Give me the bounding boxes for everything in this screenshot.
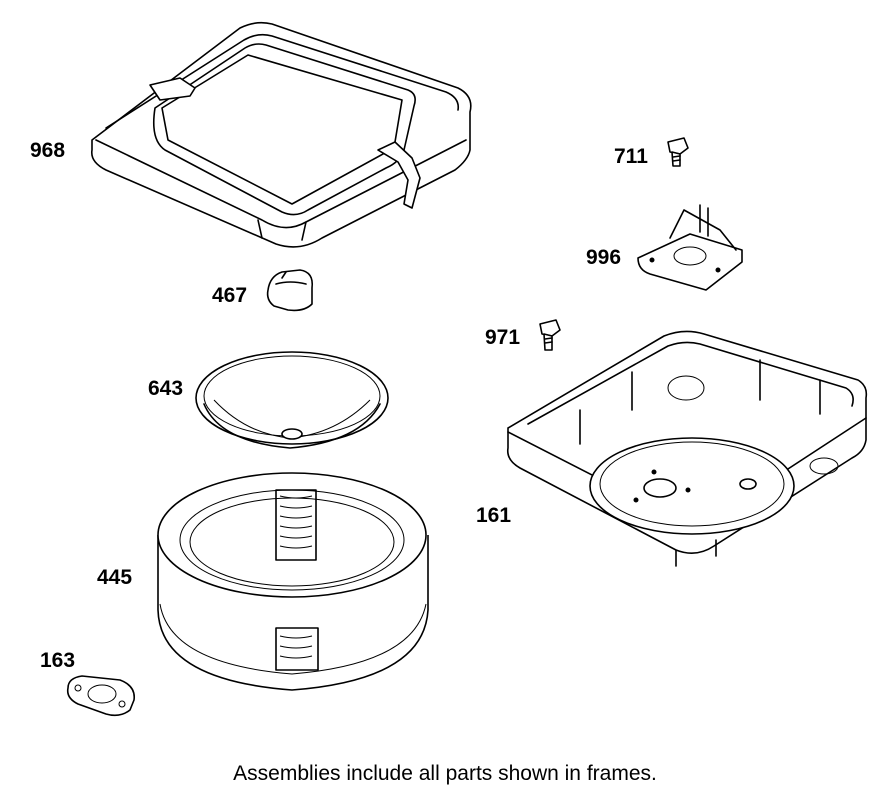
caption: Assemblies include all parts shown in fr… — [233, 762, 657, 785]
label-467: 467 — [212, 284, 248, 307]
screw-icon — [667, 137, 689, 167]
bracket-icon — [637, 204, 743, 291]
air-cleaner-base-icon — [506, 330, 868, 567]
pre-cleaner-icon — [195, 351, 389, 449]
knob-icon — [266, 269, 314, 312]
label-711: 711 — [614, 145, 648, 168]
gasket-icon — [66, 675, 136, 717]
label-971: 971 — [485, 326, 521, 349]
screw-icon — [539, 319, 561, 351]
filter-cartridge-icon — [157, 472, 429, 691]
label-445: 445 — [97, 566, 133, 589]
label-643: 643 — [148, 377, 184, 400]
label-968: 968 — [30, 139, 66, 162]
air-cleaner-cover-icon — [90, 21, 472, 248]
label-996: 996 — [586, 246, 622, 269]
label-161: 161 — [476, 504, 512, 527]
label-163: 163 — [40, 649, 76, 672]
